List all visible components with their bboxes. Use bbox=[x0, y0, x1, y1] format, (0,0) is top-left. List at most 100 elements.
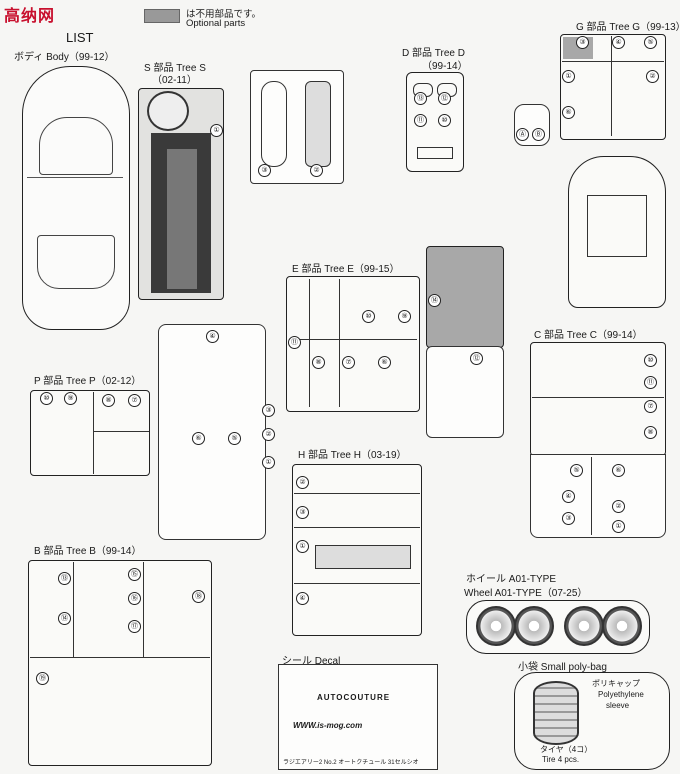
tree-h-label: H 部品 Tree H（03-19） bbox=[298, 450, 407, 461]
tree-s-frame bbox=[138, 88, 224, 300]
part-number: ⑧ bbox=[312, 356, 325, 369]
wheel-label-ja: ホイール A01-TYPE bbox=[466, 574, 557, 585]
part-number: ⑫ bbox=[470, 352, 483, 365]
tree-g-window-part bbox=[568, 156, 666, 308]
tree-c-frame bbox=[530, 342, 666, 456]
part-number: ⑤ bbox=[228, 432, 241, 445]
part-number: ⑦ bbox=[644, 400, 657, 413]
part-number: ⑬ bbox=[414, 92, 427, 105]
tire-count-en: Tire 4 pcs. bbox=[542, 755, 580, 764]
part-number: ⑨ bbox=[398, 310, 411, 323]
tree-b-frame bbox=[28, 560, 212, 766]
part-number: ⑰ bbox=[128, 620, 141, 633]
optional-parts-swatch bbox=[144, 9, 180, 23]
part-number: ⑭ bbox=[428, 294, 441, 307]
part-number: ⑪ bbox=[644, 376, 657, 389]
tree-s-label: S 部品 Tree S bbox=[144, 63, 206, 74]
part-marker-b: Ⓑ bbox=[532, 128, 545, 141]
part-number: ④ bbox=[296, 592, 309, 605]
part-number: ⑩ bbox=[362, 310, 375, 323]
wheel-2 bbox=[514, 606, 554, 646]
part-number: ⑥ bbox=[378, 356, 391, 369]
polycap-en-1: Polyethylene bbox=[598, 690, 644, 699]
part-number: ② bbox=[296, 476, 309, 489]
part-number: ③ bbox=[296, 506, 309, 519]
part-number: ② bbox=[646, 70, 659, 83]
tree-s-side-runner bbox=[250, 70, 344, 184]
body-shell bbox=[22, 66, 130, 330]
polycap-ja: ポリキャップ bbox=[592, 679, 640, 688]
polycap-en-2: sleeve bbox=[606, 701, 630, 710]
wheel-3 bbox=[564, 606, 604, 646]
part-number: ⑧ bbox=[102, 394, 115, 407]
part-number: ⑧ bbox=[644, 426, 657, 439]
part-number: ⑩ bbox=[644, 354, 657, 367]
polybag bbox=[514, 672, 670, 770]
decal-label: シール Decal bbox=[282, 656, 341, 667]
part-number: ② bbox=[262, 428, 275, 441]
part-number: ⑦ bbox=[128, 394, 141, 407]
part-number: ⑥ bbox=[612, 464, 625, 477]
part-number: ⑦ bbox=[342, 356, 355, 369]
tree-p-runner bbox=[158, 324, 266, 540]
decal-footer: ラジエアリー2 No.2 オートクチュール 31セルシオ bbox=[283, 760, 419, 766]
part-number: ⑨ bbox=[64, 392, 77, 405]
part-number: ① bbox=[296, 540, 309, 553]
part-number: ⑤ bbox=[570, 464, 583, 477]
tire-stack bbox=[533, 681, 579, 745]
part-marker-a: Ⓐ bbox=[516, 128, 529, 141]
part-number: ④ bbox=[612, 36, 625, 49]
part-number: ④ bbox=[206, 330, 219, 343]
part-number: ② bbox=[310, 164, 323, 177]
part-number: ⑮ bbox=[128, 568, 141, 581]
list-heading: LIST bbox=[66, 30, 94, 45]
part-number: ① bbox=[612, 520, 625, 533]
part-number: ① bbox=[210, 124, 223, 137]
tree-d-label: D 部品 Tree D bbox=[402, 48, 465, 59]
tree-b-label: B 部品 Tree B（99-14） bbox=[34, 546, 142, 557]
part-number: ② bbox=[612, 500, 625, 513]
tree-h-frame bbox=[292, 464, 422, 636]
wheel-label-en: Wheel A01-TYPE（07-25） bbox=[464, 588, 588, 599]
part-number: ⑩ bbox=[40, 392, 53, 405]
tree-e-exhaust-runner bbox=[426, 346, 504, 438]
body-label: ボディ Body（99-12） bbox=[14, 52, 115, 63]
part-number: ⑥ bbox=[192, 432, 205, 445]
part-number: ③ bbox=[576, 36, 589, 49]
polybag-label: 小袋 Small poly-bag bbox=[518, 662, 607, 673]
tree-s-code: （02-11） bbox=[152, 75, 197, 86]
tree-c-seat-runner bbox=[530, 454, 666, 538]
part-number: ⑱ bbox=[192, 590, 205, 603]
part-number: ⑪ bbox=[414, 114, 427, 127]
legend-japanese: は不用部品です。 bbox=[186, 9, 262, 20]
decal-sheet: AUTOCOUTURE WWW.is-mog.com ラジエアリー2 No.2 … bbox=[278, 664, 438, 770]
part-number: ③ bbox=[258, 164, 271, 177]
wheel-4 bbox=[602, 606, 642, 646]
tree-e-label: E 部品 Tree E（99-15） bbox=[292, 264, 400, 275]
part-number: ① bbox=[562, 70, 575, 83]
tire-count-ja: タイヤ（4コ） bbox=[540, 745, 593, 754]
part-number: ⑤ bbox=[644, 36, 657, 49]
part-number: ⑥ bbox=[562, 106, 575, 119]
part-number: ⑭ bbox=[58, 612, 71, 625]
part-number: ⑲ bbox=[36, 672, 49, 685]
part-number: ③ bbox=[262, 404, 275, 417]
part-number: ⑫ bbox=[438, 92, 451, 105]
tree-p-label: P 部品 Tree P（02-12） bbox=[34, 376, 142, 387]
decal-url: WWW.is-mog.com bbox=[293, 721, 363, 730]
part-number: ⑪ bbox=[288, 336, 301, 349]
part-number: ⑬ bbox=[58, 572, 71, 585]
tree-c-label: C 部品 Tree C（99-14） bbox=[534, 330, 643, 341]
tree-g-label: G 部品 Tree G（99-13） bbox=[576, 22, 680, 33]
part-number: ③ bbox=[562, 512, 575, 525]
tree-e-frame bbox=[286, 276, 420, 412]
part-number: ⑯ bbox=[128, 592, 141, 605]
wheel-1 bbox=[476, 606, 516, 646]
part-number: ④ bbox=[562, 490, 575, 503]
legend-english: Optional parts bbox=[186, 18, 246, 29]
tree-d-code: （99-14） bbox=[422, 61, 468, 72]
tree-g-frame bbox=[560, 34, 666, 140]
decal-brand: AUTOCOUTURE bbox=[317, 693, 391, 702]
part-number: ① bbox=[262, 456, 275, 469]
